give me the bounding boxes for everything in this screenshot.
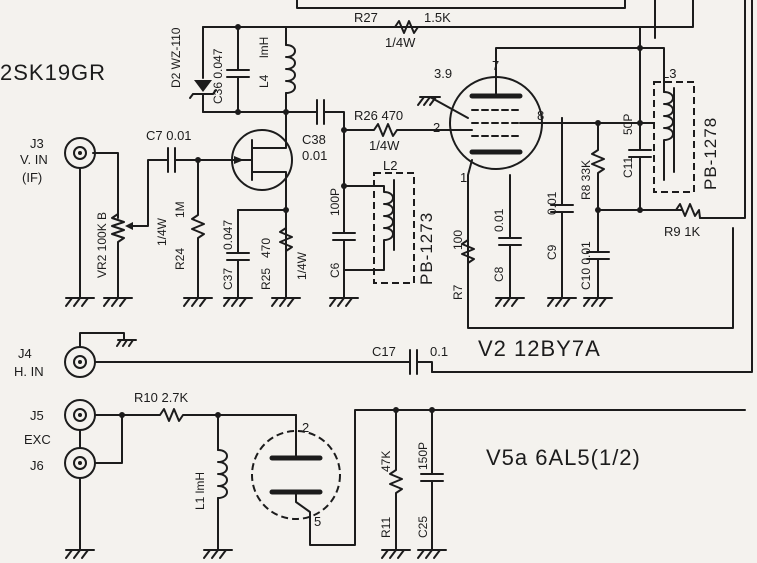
r24-label: R24 [173,248,187,270]
j5-label: J5 [30,408,44,423]
pin-3-9: 3.9 [434,66,452,81]
l2-part: PB-1273 [417,212,436,285]
l1-label: L1 lmH [193,472,207,510]
c11-value: 50P [621,114,635,135]
j6-label: J6 [30,458,44,473]
pin-1: 1 [460,170,467,185]
r27-wattage: 1/4W [385,35,416,50]
c17-capacitor [409,349,433,375]
r10-label: R10 2.7K [134,390,189,405]
r7-label: R7 [451,284,465,300]
c38-capacitor [285,99,345,131]
c38-value: 0.01 [302,148,327,163]
pin-2: 2 [433,120,440,135]
c9-value: 0.01 [545,191,559,215]
c17-value: 0.1 [430,344,448,359]
pin-8: 8 [537,108,544,123]
r7-resistor [461,239,475,269]
source-network [226,207,293,299]
l3-part: PB-1278 [701,117,720,190]
r7-value: 100 [451,230,465,250]
pin-7: 7 [492,58,499,73]
r10-resistor [121,408,297,422]
c25-label: C25 [416,516,430,538]
ground-symbols [65,297,613,307]
j4-desc: H. IN [14,364,44,379]
r24-resistor [191,159,205,299]
r27-resistor [237,20,641,34]
j4-label: J4 [18,346,32,361]
r26-wattage: 1/4W [369,138,400,153]
l4-value: lmH [257,37,271,58]
c7-capacitor [167,147,201,173]
r24-wattage: 1/4W [155,217,169,246]
l4-inductor [283,26,296,115]
c8-value: 0.01 [492,208,506,232]
j5-connector[interactable] [64,399,96,431]
tube-v2-title: V2 12BY7A [478,336,601,361]
r11-value: 47K [379,451,393,472]
vr2-label: VR2 100K B [95,212,109,278]
l3-label: L3 [662,66,676,81]
c8-label: C8 [492,266,506,282]
j3-desc2: (IF) [22,170,42,185]
r26-label: R26 470 [354,108,403,123]
plate-network [550,117,683,299]
j3-connector[interactable] [64,137,119,299]
d2-label: D2 WZ-110 [169,27,183,88]
l3-coil [639,47,695,193]
r9-label: R9 1K [664,224,700,239]
r24-value: 1M [173,201,187,218]
j6-connector[interactable] [64,447,96,479]
c36-label: C36 0.047 [211,48,225,104]
c8-capacitor [498,174,522,299]
r25-value: 470 [259,238,273,258]
vr2-potentiometer [111,159,169,299]
c11-label: C11 [621,157,635,178]
l4-label: L4 [257,74,271,88]
l2-label: L2 [383,158,397,173]
c6-label: C6 [328,262,342,278]
tube-v5a-title: V5a 6AL5(1/2) [486,445,641,470]
c17-label: C17 [372,344,396,359]
c6-capacitor [332,129,378,299]
j3-desc: V. IN [20,152,48,167]
c10-label: C10 0.01 [579,241,593,290]
r25-wattage: 1/4W [295,251,309,280]
l1-inductor [203,414,233,559]
ground-pin39 [417,96,441,106]
r8-label: R8 33K [579,160,593,200]
r11-label: R11 [379,517,393,538]
j3-label: J3 [30,136,44,151]
c37-value: 0.047 [221,220,235,250]
v5-pin-5: 5 [314,514,321,529]
exc-wiring [65,412,125,559]
r9-resistor [639,203,701,219]
r27-label: R27 [354,10,378,25]
c9-label: C9 [545,244,559,260]
r25-label: R25 [259,268,273,290]
exc-label: EXC [24,432,51,447]
l2-coil [343,172,415,284]
j4-connector[interactable] [64,332,411,378]
c37-label: C37 [221,268,235,290]
c25-value: 150P [416,442,430,470]
c38-label: C38 [302,132,326,147]
r27-value: 1.5K [424,10,451,25]
d2-zener-diode [189,24,287,115]
c6-value: 100P [328,188,342,216]
tube-v5a-6al5 [251,409,746,546]
c7-label: C7 0.01 [146,128,192,143]
v5-pin-2: 2 [302,420,309,435]
transistor-title: 2SK19GR [0,60,106,85]
r26-resistor [341,123,449,137]
r11-c25-network [381,407,447,559]
